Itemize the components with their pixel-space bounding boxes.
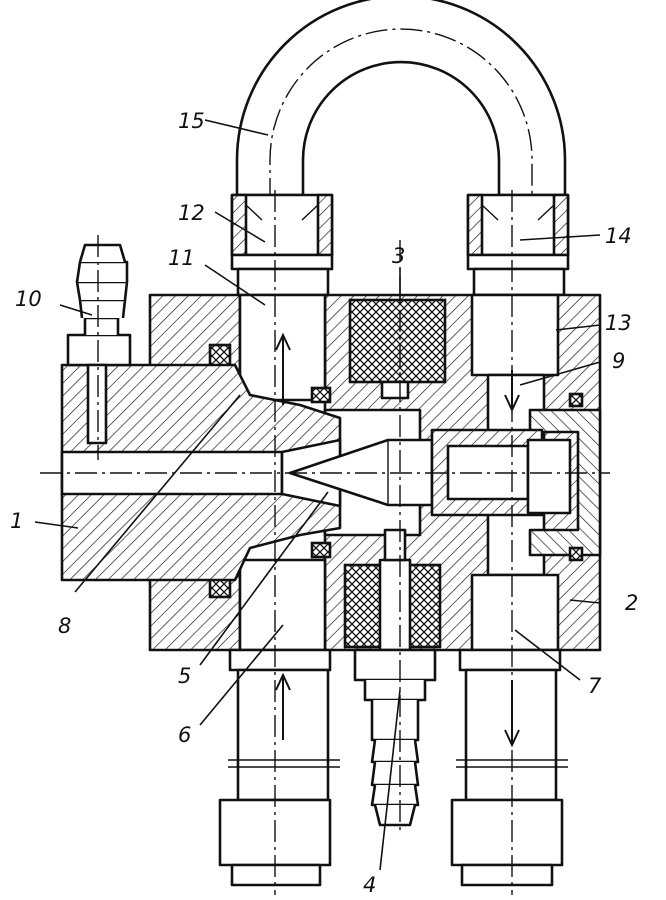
part-labels: 1 2 3 4 5 6 7 8 9 10 11 12 13 14 15 bbox=[10, 109, 638, 897]
flow-arrows bbox=[275, 332, 520, 748]
centerlines bbox=[40, 190, 610, 895]
label-11: 11 bbox=[168, 246, 195, 270]
label-10: 10 bbox=[15, 287, 42, 311]
label-3: 3 bbox=[392, 244, 405, 268]
label-7: 7 bbox=[588, 674, 602, 698]
label-5: 5 bbox=[178, 664, 191, 688]
upper-filter bbox=[348, 298, 447, 400]
label-15: 15 bbox=[178, 109, 205, 133]
label-6: 6 bbox=[178, 723, 191, 747]
hose-barb-bottom bbox=[353, 648, 437, 827]
label-12: 12 bbox=[178, 201, 205, 225]
label-14: 14 bbox=[605, 224, 632, 248]
u-tube bbox=[235, 0, 567, 200]
label-8: 8 bbox=[58, 614, 71, 638]
label-9: 9 bbox=[612, 349, 625, 373]
hose-barb-top bbox=[66, 243, 132, 445]
left-tube-fitting bbox=[230, 193, 334, 297]
lower-right-pipe bbox=[450, 648, 568, 887]
label-4: 4 bbox=[363, 873, 376, 897]
label-1: 1 bbox=[10, 509, 23, 533]
lower-filter bbox=[343, 528, 442, 652]
lower-left-pipe bbox=[218, 648, 340, 887]
leader-lines bbox=[34, 119, 601, 871]
label-13: 13 bbox=[605, 311, 632, 335]
label-2: 2 bbox=[625, 591, 638, 615]
right-tube-fitting bbox=[466, 193, 570, 297]
right-plug bbox=[528, 392, 602, 562]
